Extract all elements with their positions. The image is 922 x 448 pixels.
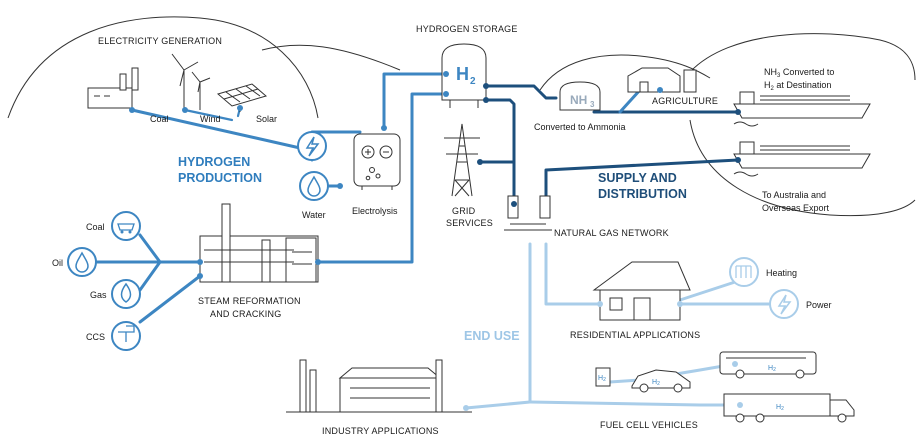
svg-text:H2: H2 bbox=[768, 365, 776, 373]
gas-source-label: Gas bbox=[90, 290, 107, 300]
cargo-ship-icon-2 bbox=[733, 141, 871, 177]
oil-source-label: Oil bbox=[52, 258, 63, 268]
hydrogen-tank-icon: H 2 bbox=[441, 43, 487, 108]
gas-valve-icon bbox=[504, 195, 552, 231]
lightning-icon bbox=[297, 131, 327, 161]
svg-text:H2: H2 bbox=[652, 379, 660, 387]
end-use-title: END USE bbox=[464, 329, 520, 343]
converted-to-ammonia-label: Converted to Ammonia bbox=[534, 122, 626, 132]
electricity-generation-group: ELECTRICITY GENERATION Coal Wind Solar bbox=[87, 36, 277, 124]
coal-cart-icon bbox=[111, 211, 141, 241]
svg-text:NH3 Converted to: NH3 Converted to bbox=[764, 67, 834, 79]
hydrogen-pump-icon: H2 bbox=[595, 367, 611, 387]
electrolysis-to-storage-line bbox=[382, 72, 448, 130]
network-to-industry-line bbox=[464, 242, 532, 410]
car-icon: H2 bbox=[631, 369, 691, 393]
nh3-subscript: 3 bbox=[590, 100, 595, 109]
truck-icon: H2 bbox=[723, 393, 855, 423]
nh3-converted-label: NH3 Converted to H2 at Destination bbox=[764, 67, 834, 92]
hydrogen-production-title-2: PRODUCTION bbox=[178, 171, 262, 185]
fuel-cell-vehicles-label: FUEL CELL VEHICLES bbox=[600, 420, 698, 430]
wind-turbine-icon bbox=[171, 53, 211, 110]
steam-to-storage-line bbox=[316, 92, 448, 264]
svg-text:H2: H2 bbox=[776, 404, 784, 412]
ccs-source-label: CCS bbox=[86, 332, 105, 342]
hydrogen-storage-title: HYDROGEN STORAGE bbox=[416, 24, 518, 34]
power-label: Power bbox=[806, 300, 832, 310]
oil-drop-icon bbox=[67, 247, 97, 277]
svg-text:H2 at Destination: H2 at Destination bbox=[764, 80, 831, 92]
steam-reformation-label-1: STEAM REFORMATION bbox=[198, 296, 301, 306]
storage-to-ammonia-line bbox=[484, 84, 558, 100]
electrolysis-label: Electrolysis bbox=[352, 206, 398, 216]
wind-label: Wind bbox=[200, 114, 221, 124]
heating-icon bbox=[729, 257, 759, 287]
ammonia-tank-icon: NH 3 bbox=[559, 81, 601, 111]
natural-gas-network-label: NATURAL GAS NETWORK bbox=[554, 228, 669, 238]
grid-services-label-1: GRID bbox=[452, 206, 476, 216]
supply-distribution-title-1: SUPPLY AND bbox=[598, 171, 677, 185]
h2-subscript: 2 bbox=[470, 76, 476, 87]
bus-icon: H2 bbox=[719, 351, 817, 379]
power-lightning-icon bbox=[769, 289, 799, 319]
coal-source-label: Coal bbox=[86, 222, 105, 232]
refinery-icon bbox=[199, 203, 319, 283]
junction-dots bbox=[129, 71, 743, 411]
transmission-tower-icon bbox=[444, 123, 480, 197]
ccs-icon bbox=[111, 321, 141, 351]
heating-label: Heating bbox=[766, 268, 797, 278]
supply-distribution-title-2: DISTRIBUTION bbox=[598, 187, 687, 201]
coal-plant-icon bbox=[87, 67, 139, 109]
solar-label: Solar bbox=[256, 114, 277, 124]
storage-to-network-line bbox=[484, 98, 516, 198]
network-to-residential-line bbox=[544, 242, 602, 306]
grid-services-label-2: SERVICES bbox=[446, 218, 493, 228]
network-to-vehicles-line bbox=[528, 400, 742, 407]
nh3-symbol: NH bbox=[570, 93, 587, 107]
hydrogen-production-title-1: HYDROGEN bbox=[178, 155, 250, 169]
gas-flame-icon bbox=[111, 279, 141, 309]
agriculture-label: AGRICULTURE bbox=[652, 96, 718, 106]
water-label: Water bbox=[302, 210, 326, 220]
water-drop-icon bbox=[299, 171, 329, 201]
export-label-2: Overseas Export bbox=[762, 203, 830, 213]
steam-reformation-label-2: AND CRACKING bbox=[210, 309, 281, 319]
export-label-1: To Australia and bbox=[762, 190, 826, 200]
industry-applications-label: INDUSTRY APPLICATIONS bbox=[322, 426, 439, 436]
cargo-ship-icon bbox=[733, 91, 871, 127]
electrolyser-icon bbox=[353, 133, 401, 190]
solar-panel-icon bbox=[216, 83, 268, 112]
coal-power-label: Coal bbox=[150, 114, 169, 124]
industry-factory-icon bbox=[286, 359, 472, 413]
power-to-production-line bbox=[130, 108, 302, 150]
house-icon bbox=[592, 261, 691, 321]
svg-text:H2: H2 bbox=[598, 375, 606, 383]
supply-to-export-line bbox=[544, 158, 740, 198]
pipelines bbox=[83, 72, 772, 410]
farm-barn-icon bbox=[627, 67, 697, 93]
h2-symbol: H bbox=[456, 64, 469, 84]
residential-applications-label: RESIDENTIAL APPLICATIONS bbox=[570, 330, 700, 340]
electricity-generation-title: ELECTRICITY GENERATION bbox=[98, 36, 222, 46]
